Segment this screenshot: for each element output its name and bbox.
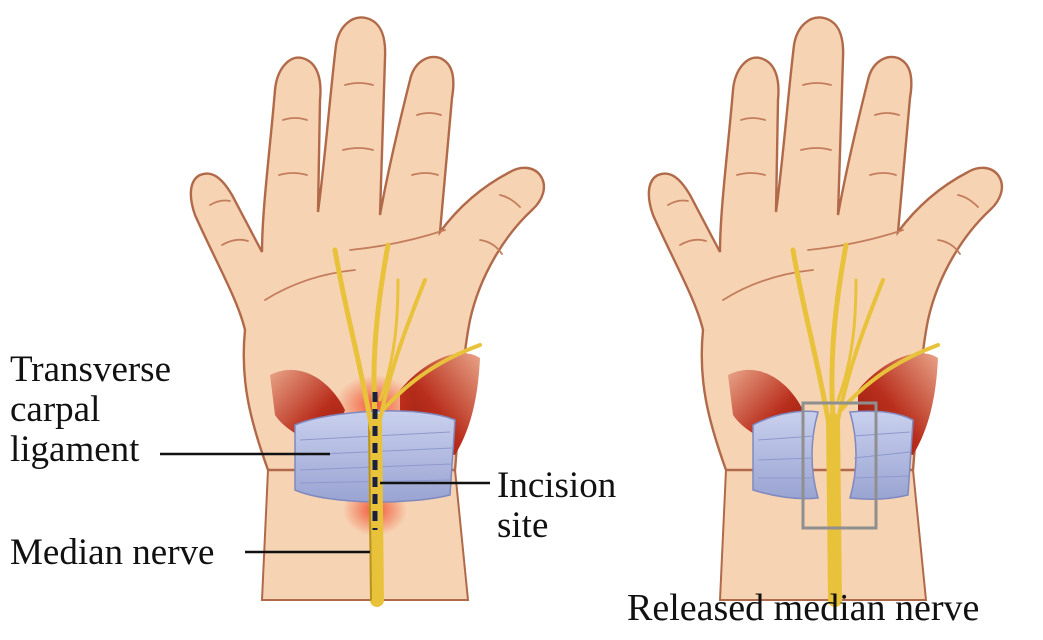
ligament-label-line-3: ligament [10,430,171,470]
released-median-nerve-caption: Released median nerve [627,588,979,628]
incision-site-label: Incision site [497,466,616,546]
transverse-carpal-ligament-label: Transverse carpal ligament [10,350,171,470]
right-hand-illustration [649,18,1002,600]
ligament-label-line-1: Transverse [10,350,171,390]
left-hand-illustration [191,18,544,600]
median-nerve-label: Median nerve [10,533,214,573]
released-ligament-left-half [753,411,818,498]
incision-label-line-2: site [497,506,616,546]
incision-label-line-1: Incision [497,466,616,506]
ligament-label-line-2: carpal [10,390,171,430]
